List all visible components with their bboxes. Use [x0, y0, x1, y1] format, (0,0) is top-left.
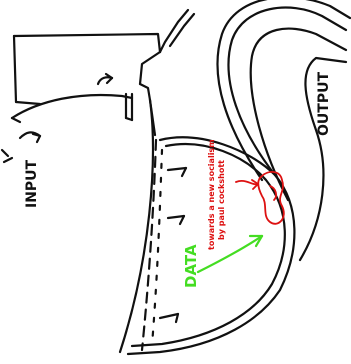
data-label: DATA — [182, 244, 200, 288]
book-title-text: towards a new socialism — [207, 139, 216, 250]
book-author-text: by paul cockshott — [217, 160, 226, 240]
input-label: INPUT — [24, 159, 40, 208]
output-label: OUTPUT — [316, 72, 332, 136]
input-hopper — [12, 10, 194, 135]
input-flow-arrows — [2, 74, 112, 162]
